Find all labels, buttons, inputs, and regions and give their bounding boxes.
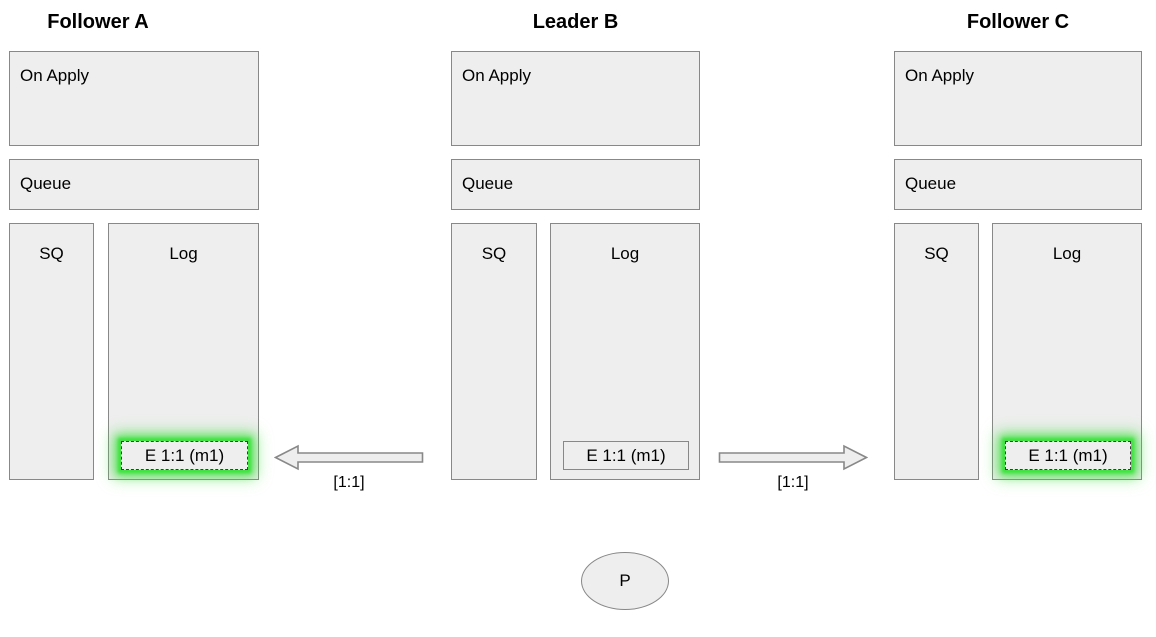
log-box-follower-a[interactable]: Log E 1:1 (m1) xyxy=(108,223,259,480)
log-label-follower-a: Log xyxy=(169,244,198,263)
client-node-p[interactable]: P xyxy=(581,552,669,610)
sq-box-leader-b[interactable]: SQ xyxy=(451,223,537,480)
log-box-leader-b[interactable]: Log E 1:1 (m1) xyxy=(550,223,700,480)
arrow-label-leader-to-follower-c: [1:1] xyxy=(777,474,809,491)
sq-box-follower-a[interactable]: SQ xyxy=(9,223,94,480)
queue-label-follower-c: Queue xyxy=(905,174,957,193)
on-apply-box-follower-c[interactable]: On Apply xyxy=(894,51,1142,146)
sq-label-leader-b: SQ xyxy=(481,244,507,263)
log-entry-follower-c[interactable]: E 1:1 (m1) xyxy=(1005,441,1131,470)
log-box-follower-c[interactable]: Log E 1:1 (m1) xyxy=(992,223,1142,480)
queue-box-follower-a[interactable]: Queue xyxy=(9,159,259,210)
node-title-follower-a: Follower A xyxy=(47,11,149,33)
on-apply-label-follower-c: On Apply xyxy=(905,66,974,85)
on-apply-label-leader-b: On Apply xyxy=(462,66,531,85)
log-label-leader-b: Log xyxy=(610,244,640,263)
arrow-label-leader-to-follower-a: [1:1] xyxy=(333,474,365,491)
sq-box-follower-c[interactable]: SQ xyxy=(894,223,979,480)
arrow-left-shape xyxy=(274,444,424,471)
sq-label-follower-c: SQ xyxy=(924,244,949,263)
queue-box-leader-b[interactable]: Queue xyxy=(451,159,700,210)
log-entry-follower-a[interactable]: E 1:1 (m1) xyxy=(121,441,248,470)
queue-box-follower-c[interactable]: Queue xyxy=(894,159,1142,210)
arrow-leader-to-follower-c[interactable] xyxy=(718,443,868,472)
log-entry-leader-b[interactable]: E 1:1 (m1) xyxy=(563,441,689,470)
node-title-follower-c: Follower C xyxy=(966,11,1070,33)
queue-label-follower-a: Queue xyxy=(20,174,72,193)
log-label-follower-c: Log xyxy=(1052,244,1082,263)
node-title-leader-b: Leader B xyxy=(532,11,619,33)
client-node-p-label: P xyxy=(619,571,631,590)
on-apply-box-follower-a[interactable]: On Apply xyxy=(9,51,259,146)
arrow-leader-to-follower-a[interactable] xyxy=(274,443,424,472)
on-apply-label-follower-a: On Apply xyxy=(20,66,89,85)
sq-label-follower-a: SQ xyxy=(39,244,64,263)
arrow-right-shape xyxy=(718,444,868,471)
queue-label-leader-b: Queue xyxy=(462,174,514,193)
on-apply-box-leader-b[interactable]: On Apply xyxy=(451,51,700,146)
